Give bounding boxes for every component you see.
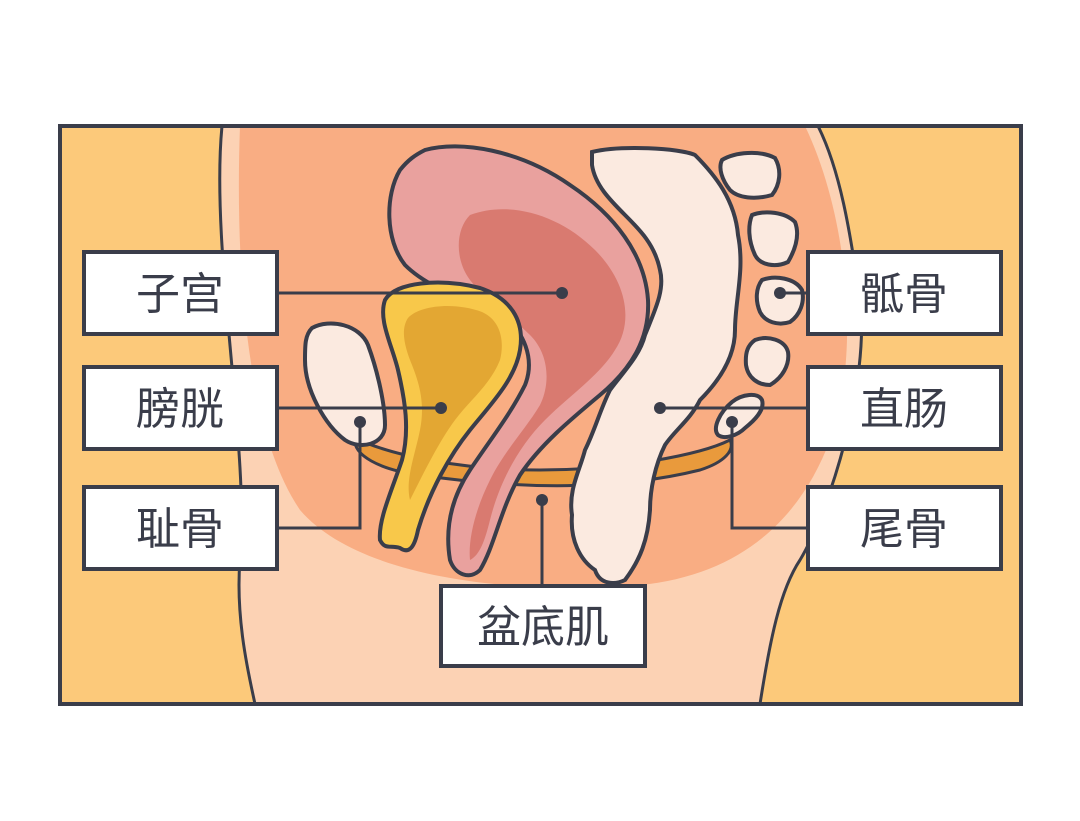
label-text-sacrum: 骶骨 — [860, 269, 948, 320]
dot-rectum — [654, 402, 666, 414]
leader-lines — [277, 291, 808, 586]
label-pubis: 耻骨 — [82, 485, 279, 571]
label-pelvic-floor: 盆底肌 — [439, 584, 647, 668]
label-box-pelvic-floor — [439, 584, 647, 668]
label-text-pelvic-floor: 盆底肌 — [477, 602, 609, 653]
label-box-sacrum — [806, 250, 1003, 336]
sacrum-vertebra-4 — [743, 336, 791, 388]
dot-pelvic-floor — [536, 494, 548, 506]
bladder-inner — [403, 306, 502, 500]
sacrum-vertebra-1 — [718, 151, 782, 200]
leader-coccyx — [730, 420, 808, 530]
rectum — [569, 146, 743, 585]
label-rectum: 直肠 — [806, 365, 1003, 451]
dot-bladder — [435, 402, 447, 414]
label-text-uterus: 子宫 — [136, 269, 224, 320]
label-box-coccyx — [806, 485, 1003, 571]
dot-pubis — [354, 416, 366, 428]
leader-dots — [354, 287, 786, 506]
label-box-bladder — [82, 365, 279, 451]
label-text-rectum: 直肠 — [860, 384, 948, 435]
label-coccyx: 尾骨 — [806, 485, 1003, 571]
label-sacrum: 骶骨 — [806, 250, 1003, 336]
dot-sacrum — [774, 287, 786, 299]
sacrum-vertebra-3 — [754, 275, 805, 326]
label-text-bladder: 膀胱 — [136, 384, 224, 435]
label-text-coccyx: 尾骨 — [860, 504, 948, 555]
sacrum-vertebra-2 — [747, 210, 799, 268]
dot-uterus — [556, 287, 568, 299]
dot-coccyx — [726, 416, 738, 428]
frame-border — [58, 124, 1023, 706]
coccyx-bone — [713, 393, 765, 439]
label-text-pubis: 耻骨 — [136, 504, 224, 555]
label-box-pubis — [82, 485, 279, 571]
label-box-rectum — [806, 365, 1003, 451]
pubic-bone — [302, 321, 388, 447]
label-box-uterus — [82, 250, 279, 336]
label-bladder: 膀胱 — [82, 365, 279, 451]
label-uterus: 子宫 — [82, 250, 279, 336]
leader-pubis — [277, 422, 362, 530]
